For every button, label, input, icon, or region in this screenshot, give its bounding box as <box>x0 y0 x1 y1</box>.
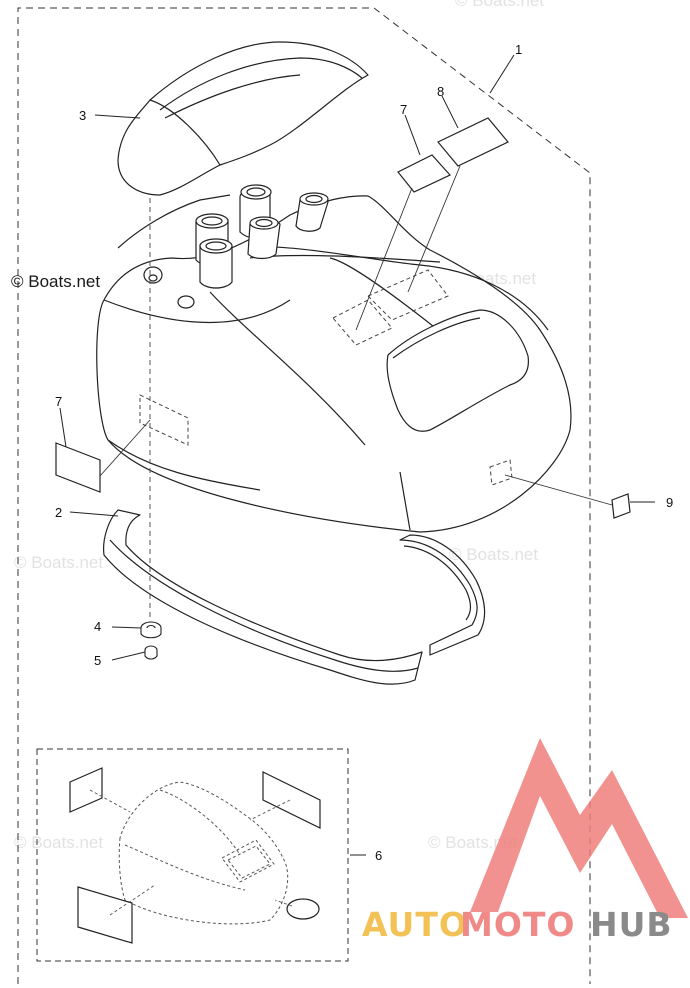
assembly-boundary <box>17 7 591 984</box>
callout-6: 6 <box>375 848 382 863</box>
brand-moto: MOTO <box>460 905 575 944</box>
brand-logo-icon <box>470 738 688 918</box>
top-cover-part <box>117 41 369 196</box>
callout-8: 8 <box>437 84 444 99</box>
placement-leaders <box>99 165 613 506</box>
decal-7-side <box>55 442 101 493</box>
copyright-watermark: © Boats.net <box>11 272 100 291</box>
brand-auto: AUTO <box>362 905 468 944</box>
watermark-text: © Boats.net <box>14 553 103 572</box>
decal-8 <box>437 117 509 167</box>
callout-5: 5 <box>94 653 101 668</box>
brand-wordmark: AUTO MOTO HUB <box>362 905 673 944</box>
bolt-part <box>144 645 158 660</box>
callout-7-upper: 7 <box>400 102 407 117</box>
watermark-text: © Boats.net <box>449 545 538 564</box>
callout-leaders <box>59 54 655 856</box>
brand-hub: HUB <box>590 905 673 944</box>
callout-2: 2 <box>55 505 62 520</box>
decal-7-upper <box>397 154 451 193</box>
decal-placement-outlines <box>139 269 513 486</box>
callout-1: 1 <box>515 42 522 57</box>
callout-4: 4 <box>94 619 101 634</box>
callout-7-side: 7 <box>55 394 62 409</box>
seal-part <box>103 509 486 685</box>
watermark-text: © Boats.net <box>428 833 517 852</box>
kit-decals <box>69 767 321 944</box>
decal-9 <box>611 493 631 519</box>
kit-leaders <box>89 789 293 916</box>
kit-cowling <box>118 781 289 925</box>
kit-box <box>36 748 349 962</box>
watermark-text: © Boats.net <box>14 833 103 852</box>
callout-9: 9 <box>666 495 673 510</box>
callout-3: 3 <box>79 108 86 123</box>
watermark-text: © Boats.net <box>455 0 544 10</box>
grommet-part <box>140 621 162 639</box>
top-cowling <box>96 184 572 533</box>
